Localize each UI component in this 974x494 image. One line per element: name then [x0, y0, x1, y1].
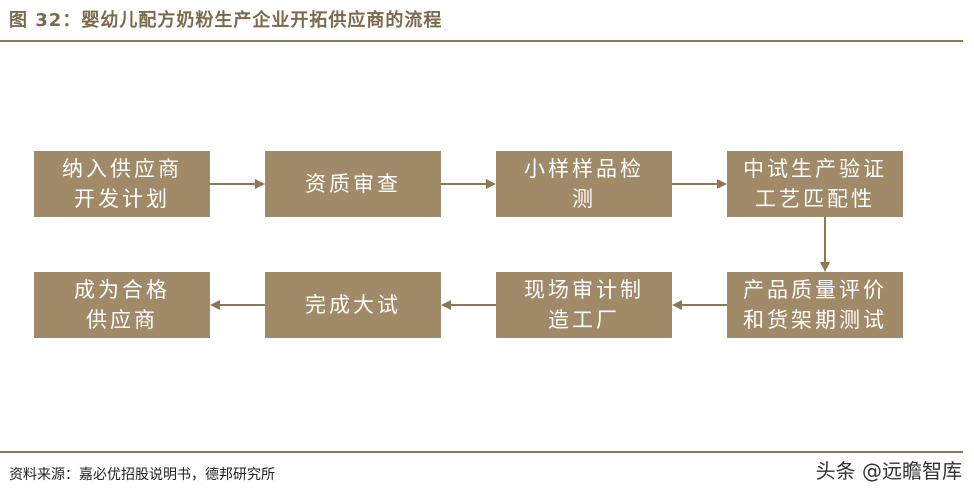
watermark: 头条 @远瞻智库 [815, 459, 962, 483]
top-divider [0, 40, 963, 42]
step-6-label: 现场审计制 造工厂 [524, 278, 644, 332]
step-4-box: 中试生产验证 工艺匹配性 [727, 151, 903, 217]
step-5-label: 产品质量评价 和货架期测试 [743, 278, 887, 332]
step-6-box: 现场审计制 造工厂 [496, 272, 672, 338]
step-2-box: 资质审查 [265, 151, 441, 217]
step-3-label: 小样样品检 测 [524, 157, 644, 211]
step-1-box: 纳入供应商 开发计划 [34, 151, 210, 217]
source-note: 资料来源：嘉必优招股说明书，德邦研究所 [9, 467, 275, 483]
step-8-box: 成为合格 供应商 [34, 272, 210, 338]
step-4-label: 中试生产验证 工艺匹配性 [743, 157, 887, 211]
step-2-label: 资质审查 [305, 172, 401, 196]
step-5-box: 产品质量评价 和货架期测试 [727, 272, 903, 338]
bottom-divider [0, 451, 963, 453]
step-3-box: 小样样品检 测 [496, 151, 672, 217]
step-7-label: 完成大试 [305, 293, 401, 317]
step-1-label: 纳入供应商 开发计划 [62, 157, 182, 211]
figure-title: 图 32：婴幼儿配方奶粉生产企业开拓供应商的流程 [9, 10, 443, 31]
step-7-box: 完成大试 [265, 272, 441, 338]
step-8-label: 成为合格 供应商 [74, 278, 170, 332]
